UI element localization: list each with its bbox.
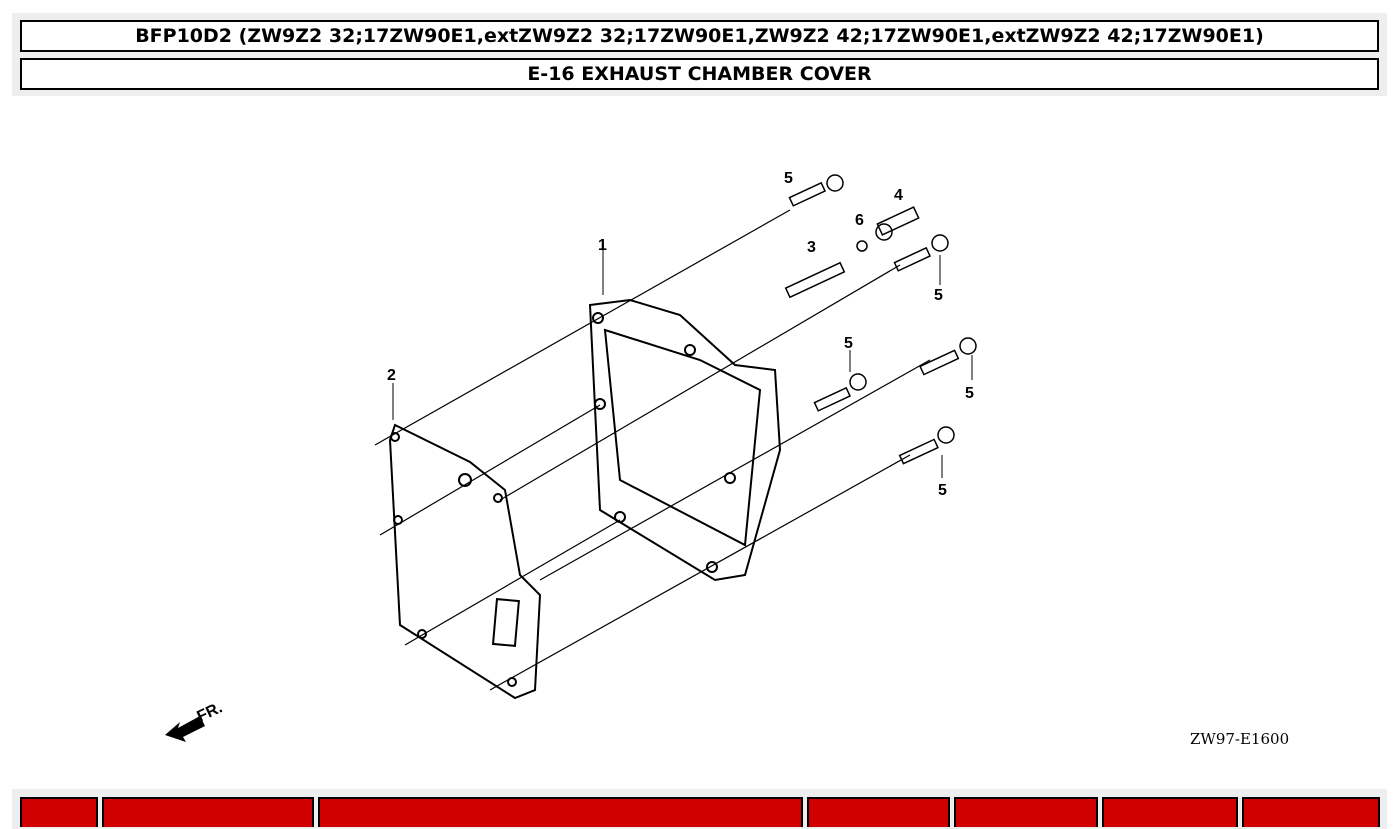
callout-3: 3	[807, 239, 816, 256]
table-header-cell	[954, 797, 1098, 827]
table-header-cell	[807, 797, 950, 827]
callout-2: 2	[387, 367, 396, 384]
callout-5: 5	[844, 335, 853, 352]
parts-diagram: 1 2 3 4 5 5 5 5 5 6 FR. ZW97-E1600	[165, 170, 1289, 748]
callout-5: 5	[965, 385, 974, 402]
table-header-cell	[1242, 797, 1380, 827]
callout-5: 5	[784, 170, 793, 187]
table-header-cell	[318, 797, 803, 827]
table-header-cell	[102, 797, 314, 827]
cover-part	[588, 298, 782, 582]
front-arrow-icon	[165, 716, 205, 742]
section-title: E-16 EXHAUST CHAMBER COVER	[20, 58, 1379, 90]
drawing-code: ZW97-E1600	[1190, 730, 1289, 748]
table-header-cell	[1102, 797, 1238, 827]
gasket-part	[388, 423, 542, 700]
parts-table-header	[12, 789, 1387, 829]
callout-1: 1	[598, 237, 607, 254]
callout-5: 5	[934, 287, 943, 304]
bolt-parts	[784, 174, 977, 465]
callout-6: 6	[855, 212, 864, 229]
model-title: BFP10D2 (ZW9Z2 32;17ZW90E1,extZW9Z2 32;1…	[20, 20, 1379, 52]
header-panel: BFP10D2 (ZW9Z2 32;17ZW90E1,extZW9Z2 32;1…	[12, 13, 1387, 96]
callout-5: 5	[938, 482, 947, 499]
table-header-cell	[20, 797, 98, 827]
callout-4: 4	[894, 187, 903, 204]
